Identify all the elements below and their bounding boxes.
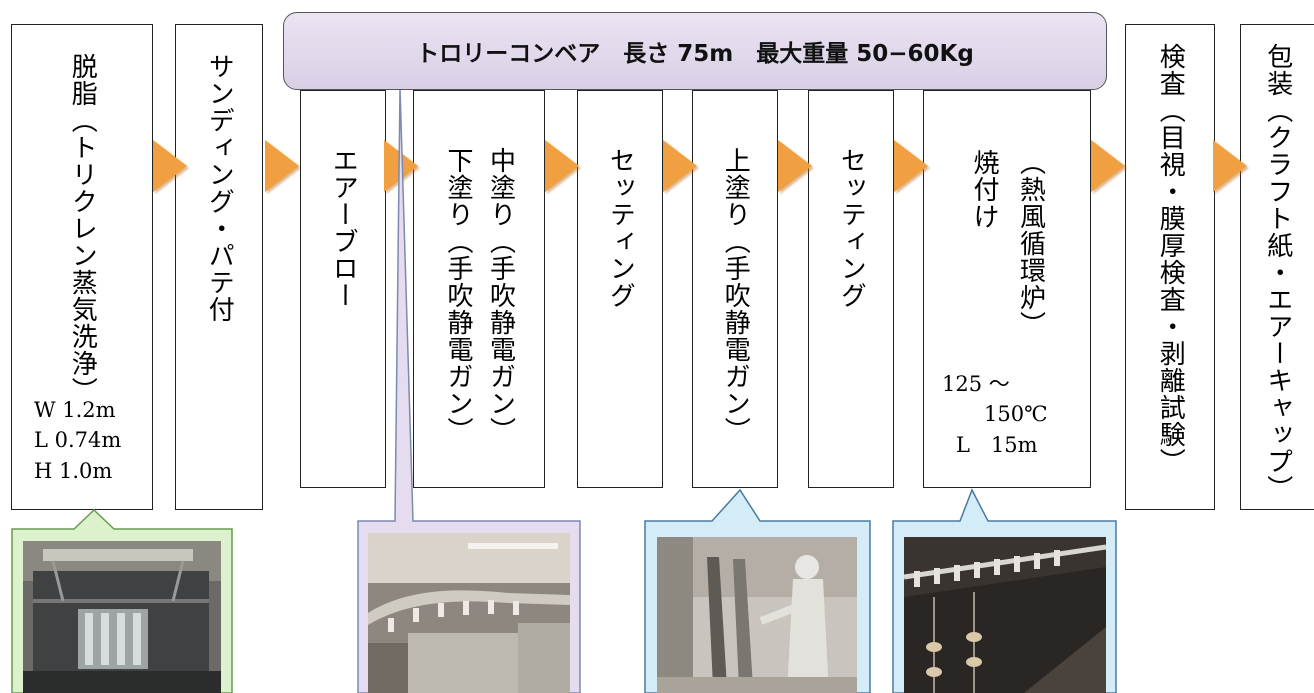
flow-arrow-2 [265, 140, 299, 192]
step-setting-1: セッティング [577, 90, 663, 488]
spec-length: L 0.74m [34, 428, 122, 453]
spec-width: W 1.2m [34, 398, 116, 422]
flow-arrow-1 [153, 140, 187, 192]
step-airblow-label: エアーブロー [328, 147, 359, 309]
step-degrease-label: 脱脂（トリクレン蒸気洗浄） [67, 53, 98, 404]
step-coat-under-label: 下塗り（手吹静電ガン） [443, 147, 473, 444]
spec-temp-from: 125 ～ [942, 372, 1010, 396]
step-bake: （熱風循環炉） 焼付け 125 ～ 150℃ L 15m [923, 90, 1091, 488]
step-setting-1-label: セッティング [605, 147, 636, 309]
step-bake-spec: 125 ～ 150℃ L 15m [942, 369, 1048, 460]
flow-arrow-4 [545, 140, 579, 192]
flow-arrow-9 [1213, 140, 1247, 192]
spec-temp-to: 150℃ [984, 402, 1048, 427]
conveyor-label: トロリーコンベア 長さ 75m 最大重量 50−60Kg [416, 41, 974, 67]
step-degrease: 脱脂（トリクレン蒸気洗浄） W 1.2m L 0.74m H 1.0m [11, 24, 153, 510]
step-setting-2: セッティング [808, 90, 894, 488]
step-degrease-spec: W 1.2m L 0.74m H 1.0m [34, 395, 121, 486]
step-setting-2-label: セッティング [836, 147, 867, 309]
photo-degreasing-tank [23, 541, 221, 693]
step-topcoat: 上塗り（手吹静電ガン） [692, 90, 778, 488]
photo-baking-oven [904, 537, 1106, 693]
flow-arrow-6 [778, 140, 812, 192]
step-package: 包装（クラフト紙・エアーキャップ） [1240, 24, 1314, 510]
conveyor-banner: トロリーコンベア 長さ 75m 最大重量 50−60Kg [283, 12, 1107, 90]
step-inspect-label: 検査（目視・膜厚検査・剥離試験） [1155, 43, 1186, 475]
spec-height: H 1.0m [34, 458, 113, 483]
step-bake-furnace-label: （熱風循環炉） [1015, 149, 1046, 338]
flow-arrow-7 [894, 140, 928, 192]
step-coat: 中塗り（手吹静電ガン） 下塗り（手吹静電ガン） [413, 90, 545, 488]
step-coat-middle-label: 中塗り（手吹静電ガン） [485, 147, 516, 444]
step-bake-label: 焼付け [969, 149, 999, 230]
photo-conveyor-line [368, 533, 570, 693]
photo-spray-painting [657, 537, 857, 693]
step-airblow: エアーブロー [300, 90, 386, 488]
step-sanding-label: サンディング・パテ付 [204, 53, 235, 323]
step-topcoat-label: 上塗り（手吹静電ガン） [720, 147, 751, 444]
step-inspect: 検査（目視・膜厚検査・剥離試験） [1125, 24, 1215, 510]
step-sanding: サンディング・パテ付 [175, 24, 263, 510]
step-package-label: 包装（クラフト紙・エアーキャップ） [1262, 43, 1293, 502]
flow-arrow-8 [1091, 140, 1125, 192]
spec-oven-length: L 15m [956, 432, 1038, 457]
flow-arrow-5 [663, 140, 697, 192]
